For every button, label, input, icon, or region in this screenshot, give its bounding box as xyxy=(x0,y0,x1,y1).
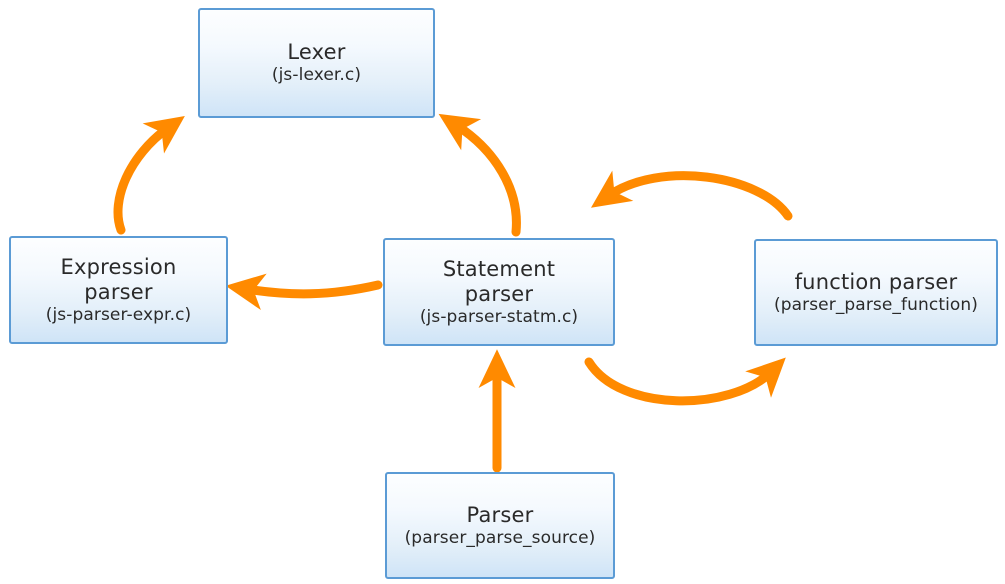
node-function-parser[interactable]: function parser (parser_parse_function) xyxy=(754,239,998,346)
node-statement-parser-subtitle: (js-parser-statm.c) xyxy=(419,306,579,327)
node-function-parser-subtitle: (parser_parse_function) xyxy=(773,294,979,315)
node-parser-title: Parser xyxy=(466,502,534,527)
node-expression-parser[interactable]: Expression parser (js-parser-expr.c) xyxy=(9,236,228,344)
edge-statement-to-function xyxy=(584,357,786,406)
edge-function-to-statement xyxy=(590,170,793,221)
node-parser-subtitle: (parser_parse_source) xyxy=(404,527,596,548)
edge-statement-to-expression xyxy=(225,273,383,311)
node-parser[interactable]: Parser (parser_parse_source) xyxy=(385,472,615,579)
node-expression-parser-title: Expression xyxy=(60,254,177,279)
edge-statement-to-lexer xyxy=(438,113,521,237)
node-lexer[interactable]: Lexer (js-lexer.c) xyxy=(198,8,435,118)
node-lexer-title: Lexer xyxy=(287,40,346,65)
node-expression-parser-title-2: parser xyxy=(84,279,153,304)
edge-expression-to-lexer xyxy=(113,116,185,235)
node-lexer-subtitle: (js-lexer.c) xyxy=(271,65,362,86)
node-statement-parser[interactable]: Statement parser (js-parser-statm.c) xyxy=(383,238,615,346)
node-expression-parser-subtitle: (js-parser-expr.c) xyxy=(45,304,192,325)
node-function-parser-title: function parser xyxy=(794,269,958,294)
node-statement-parser-title: Statement xyxy=(442,256,556,281)
node-statement-parser-title-2: parser xyxy=(464,281,534,306)
